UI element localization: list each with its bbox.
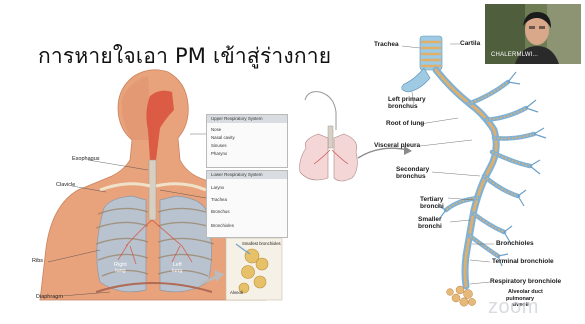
label-alveolar-duct: Alveolar duct	[508, 289, 543, 295]
label-smallest-bronchioles: Smallest bronchioles	[242, 242, 281, 247]
label-cartilage: Cartila	[460, 40, 480, 47]
label-ribs: Ribs	[32, 258, 43, 264]
label-clavicle: Clavicle	[56, 182, 75, 188]
label-right-lung: Right lung	[114, 262, 127, 275]
participant-name: CHALERMLWI...	[491, 52, 538, 58]
lower-item-bronchioles: Bronchioles	[211, 223, 234, 228]
label-bronchioles: Bronchioles	[496, 240, 534, 247]
label-left-lung: Left lung	[172, 262, 182, 275]
arrow-connector-icon	[358, 148, 408, 158]
small-lungs-diagram	[300, 92, 358, 181]
label-diaphragm: Diaphragm	[36, 294, 63, 300]
label-tertiary-bronchi: Tertiary bronchi	[420, 196, 444, 211]
label-visceral-pleura: Visceral pleura	[374, 142, 420, 149]
lower-respiratory-panel: Lower Respiratory System Larynx Trachea …	[206, 170, 288, 238]
upper-respiratory-panel: Upper Respiratory System Nose Nasal cavi…	[206, 114, 288, 168]
upper-item-nasal-cavity: Nasal cavity	[211, 135, 235, 140]
label-smaller-bronchi: Smaller bronchi	[418, 216, 442, 231]
label-trachea: Trachea	[374, 41, 399, 48]
upper-item-nose: Nose	[211, 127, 221, 132]
label-terminal-bronchiole: Terminal bronchiole	[492, 258, 554, 265]
label-alveoli: Alveoli	[230, 290, 243, 295]
lower-respiratory-heading: Lower Respiratory System	[207, 171, 287, 179]
label-secondary-bronchus: Secondary bronchus	[396, 166, 429, 181]
upper-item-pharynx: Pharynx	[211, 151, 227, 156]
label-root-of-lung: Root of lung	[386, 120, 424, 127]
participant-video-tile[interactable]: CHALERMLWI...	[485, 4, 581, 64]
label-left-primary-bronchus: Left primary bronchus	[388, 96, 426, 111]
lower-item-larynx: Larynx	[211, 185, 224, 190]
upper-respiratory-heading: Upper Respiratory System	[207, 115, 287, 123]
lower-item-bronchus: Bronchus	[211, 209, 230, 214]
label-respiratory-bronchiole: Respiratory bronchiole	[490, 278, 561, 285]
zoom-watermark: zoom	[488, 296, 539, 319]
upper-item-sinuses: Sinuses	[211, 143, 227, 148]
label-esophagus: Esophagus	[72, 156, 100, 162]
lower-item-trachea: Trachea	[211, 197, 227, 202]
